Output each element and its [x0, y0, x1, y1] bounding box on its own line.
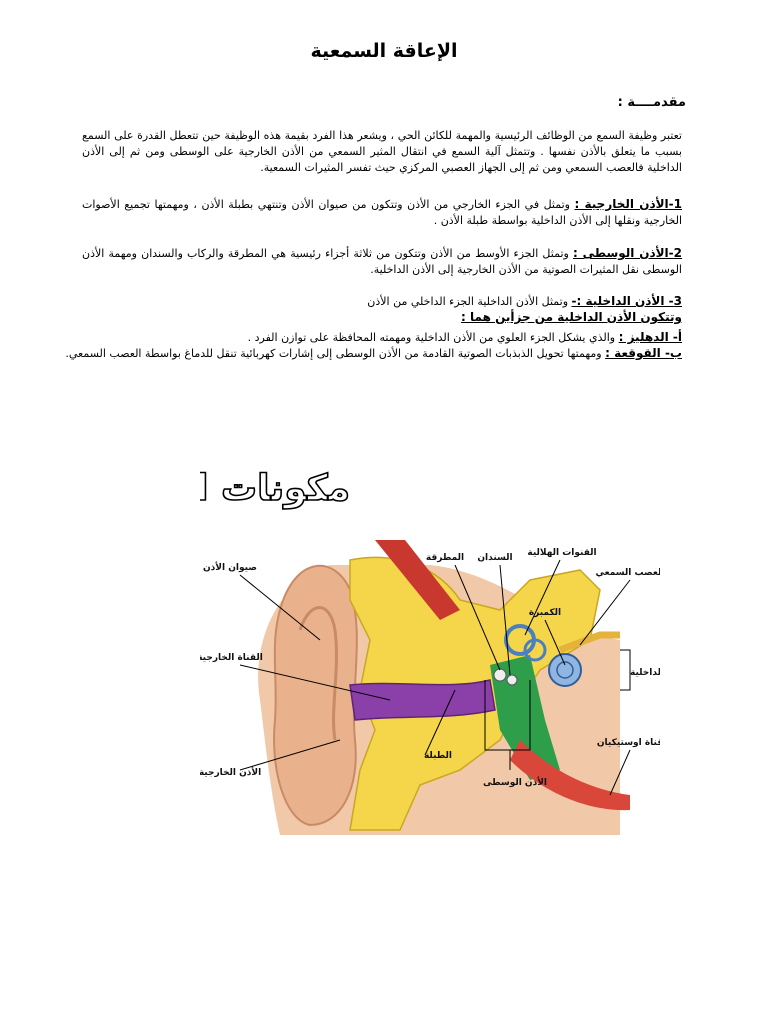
label-nerve: العصب السمعي [596, 568, 660, 578]
inner-ear-text: وتمثل الأذن الداخلية الجزء الداخلي من ال… [367, 295, 568, 308]
middle-ear-text: وتمثل الجزء الأوسط من الأذن وتتكون من ثل… [82, 247, 682, 276]
part-b-line: ب- القوقعة : ومهمتها تحويل الذبذبات الصو… [62, 346, 682, 361]
inner-parts-heading: وتتكون الأذن الداخلية من جزأين هما : [461, 310, 682, 324]
part-b-text: ومهمتها تحويل الذبذبات الصوتية القادمة م… [65, 347, 602, 360]
part-a-label: أ- الدهليز : [618, 330, 682, 344]
diagram-heading: مكونات الأذن [200, 465, 350, 509]
label-eardrum: الطبلة [424, 751, 452, 761]
inner-ear-label: 3- الأذن الداخلية :- [571, 294, 683, 308]
label-canals: القنوات الهلالية [527, 548, 596, 558]
outer-ear-label: 1-الأذن الخارجية : [574, 197, 683, 211]
part-a-line: أ- الدهليز : والذي يشكل الجزء العلوي من … [62, 330, 682, 345]
middle-ear-cavity [490, 655, 560, 780]
outer-ear-text: وتمثل في الجزء الخارجي من الأذن وتتكون م… [82, 198, 682, 227]
label-middle-ear: الأذن الوسطى [483, 776, 547, 788]
cochlea-shape [548, 653, 582, 687]
eustachian-tube-shape [510, 740, 630, 811]
pinna-fold [298, 606, 338, 741]
label-outer-ear: الأذن الخارجية [200, 766, 261, 778]
label-eustachian: قناة اوستيكيان [597, 738, 660, 748]
part-a-text: والذي يشكل الجزء العلوي من الأذن الداخلي… [247, 331, 616, 344]
inner-parts-heading-line: وتتكون الأذن الداخلية من جزأين هما : [62, 310, 682, 325]
ear-canal-shape [349, 679, 496, 721]
page-title: الإعاقة السمعية [310, 40, 458, 62]
middle-ear-label: 2-الأذن الوسطى : [572, 246, 683, 260]
ear-diagram: مكونات الأذن [119, 440, 689, 840]
label-anvil: السندان [477, 553, 512, 563]
pinna-shape [273, 564, 358, 827]
outer-ear-paragraph: 1-الأذن الخارجية : وتمثل في الجزء الخارج… [82, 196, 682, 229]
middle-ear-paragraph: 2-الأذن الوسطى : وتمثل الجزء الأوسط من ا… [82, 245, 682, 278]
leader-lines [239, 559, 631, 796]
part-b-label: ب- القوقعة : [605, 346, 682, 360]
label-hammer: المطرقة [426, 553, 464, 563]
label-cochlea: الكمبرة [529, 608, 561, 618]
anvil-shape [506, 674, 518, 686]
label-pinna: صيوان الأذن [203, 561, 257, 573]
auditory-nerve-shape [558, 631, 620, 654]
hammer-shape [493, 668, 507, 682]
muscle-strip [375, 540, 460, 620]
inner-ear-line: 3- الأذن الداخلية :- وتمثل الأذن الداخلي… [62, 294, 682, 309]
cochlea-spiral [556, 661, 574, 679]
label-inner-ear: الأذن الداخلية [630, 666, 660, 678]
label-ear-canal: القناة الخارجية [200, 653, 263, 663]
intro-paragraph: تعتبر وظيفة السمع من الوظائف الرئيسية وا… [82, 129, 682, 174]
semicircular-canal-inner [523, 638, 547, 662]
intro-heading: مقدمــــة : [617, 95, 686, 110]
